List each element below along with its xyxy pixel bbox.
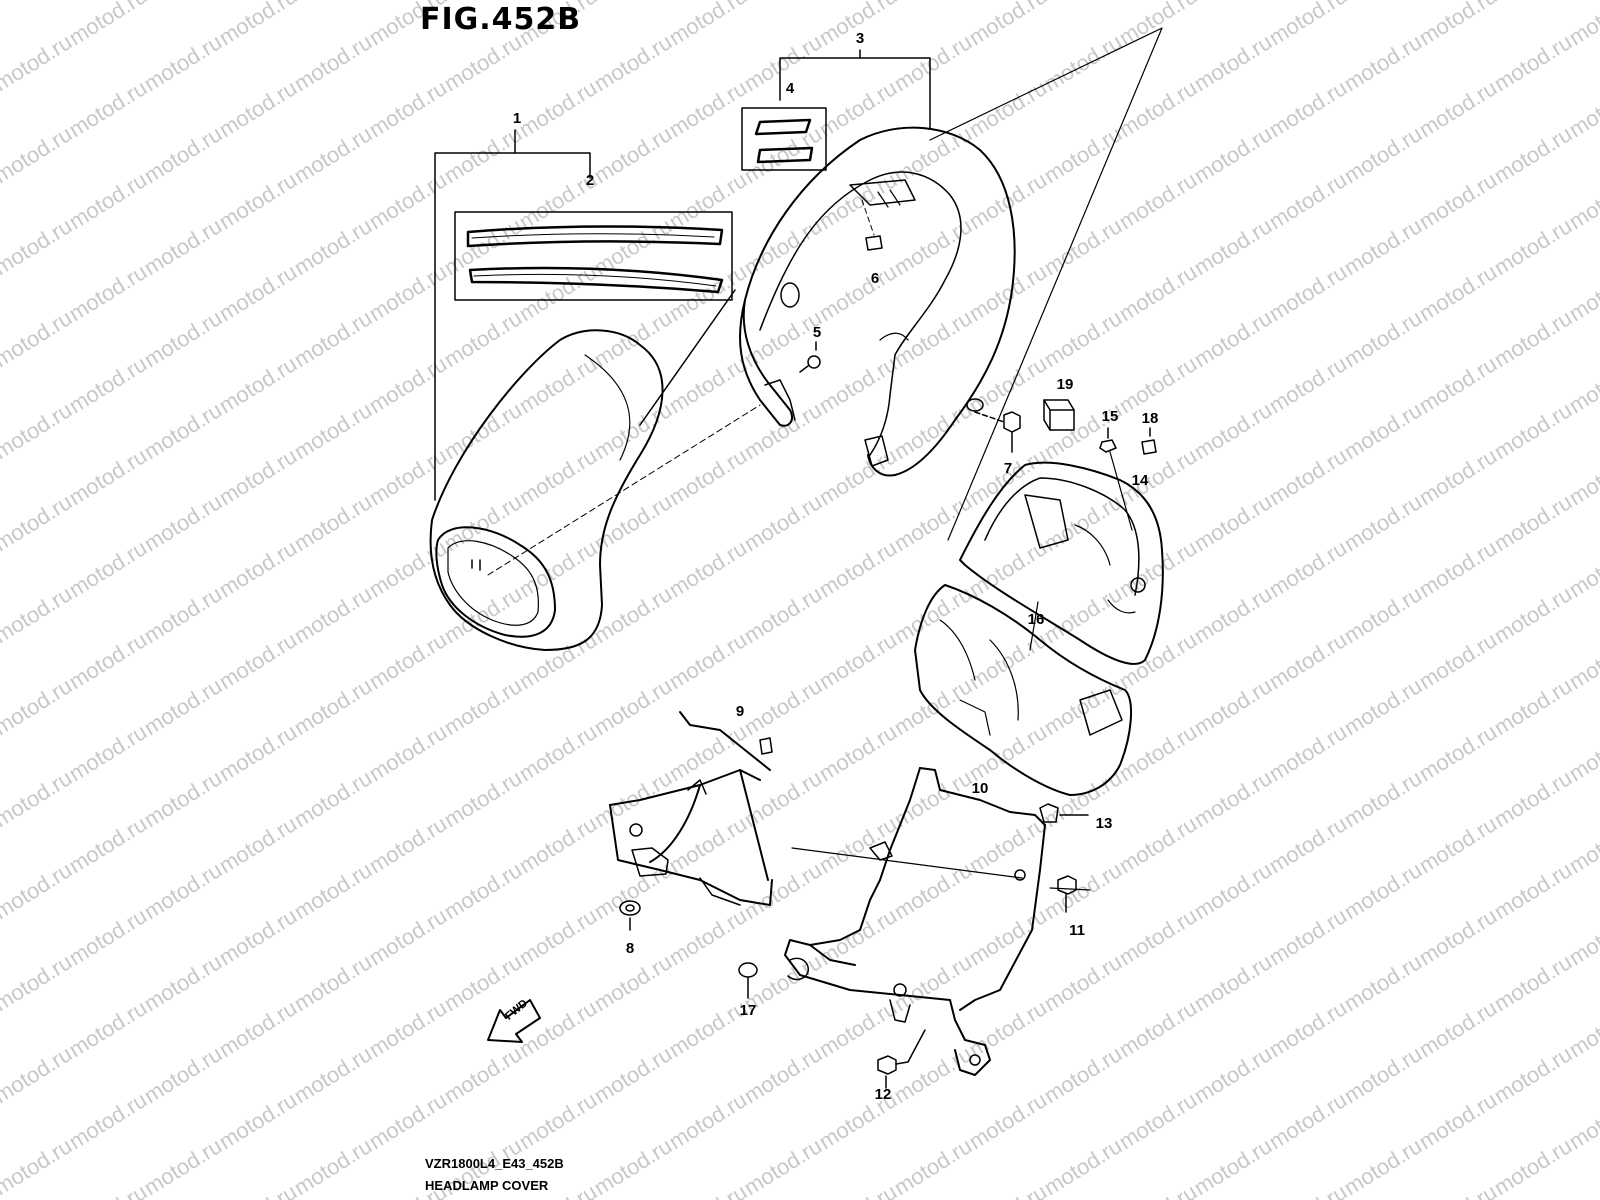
headlamp-cover-outer [429,329,664,651]
leader-dashed-1 [487,404,761,576]
model-code: VZR1800L4_E43_452B [425,1156,564,1171]
bracket-1-2 [434,129,736,501]
callout-17: 17 [739,1002,757,1019]
garnish-strips [466,225,724,294]
bracket-3-4 [741,49,931,171]
callout-19: 19 [1056,376,1074,393]
callout-2: 2 [585,172,595,189]
leader-cross [791,847,1091,891]
callout-8: 8 [625,940,635,957]
grommet-17 [738,962,758,999]
callout-6: 6 [870,270,880,287]
callout-16: 16 [1027,611,1045,628]
callout-7: 7 [1003,460,1013,477]
bolt-7 [974,411,1021,453]
callout-9: 9 [735,703,745,720]
inner-panel-16 [914,584,1133,796]
emblem-set [754,118,814,164]
collar-13 [1039,803,1089,823]
figure-title: FIG.452B [420,2,582,37]
bolt-11 [1057,875,1077,913]
callout-5: 5 [812,324,822,341]
callout-10: 10 [971,780,989,797]
callout-1: 1 [512,110,522,127]
fwd-arrow-icon [487,999,541,1043]
figure-name: HEADLAMP COVER [425,1178,549,1193]
callout-4: 4 [785,80,795,97]
bolt-12 [877,1029,926,1089]
fwd-badge: FWD [482,990,544,1046]
fwd-label: FWD [503,997,530,1023]
callout-3: 3 [855,30,865,47]
bracket-10 [784,767,1046,1076]
inner-panel-14 [959,451,1164,665]
callout-13: 13 [1095,815,1113,832]
callout-18: 18 [1141,410,1159,427]
bracket-9 [609,711,773,906]
headlamp-cover-inner [739,126,1016,477]
block-19 [1043,399,1075,431]
screw-5 [799,341,821,373]
callout-11: 11 [1069,922,1085,939]
clip-18 [1141,427,1157,455]
leader-wedge [929,27,1163,541]
callout-14: 14 [1131,472,1149,489]
callout-12: 12 [874,1086,892,1103]
nut-15 [1099,427,1117,453]
callout-15: 15 [1101,408,1119,425]
grommet-8 [619,900,641,931]
